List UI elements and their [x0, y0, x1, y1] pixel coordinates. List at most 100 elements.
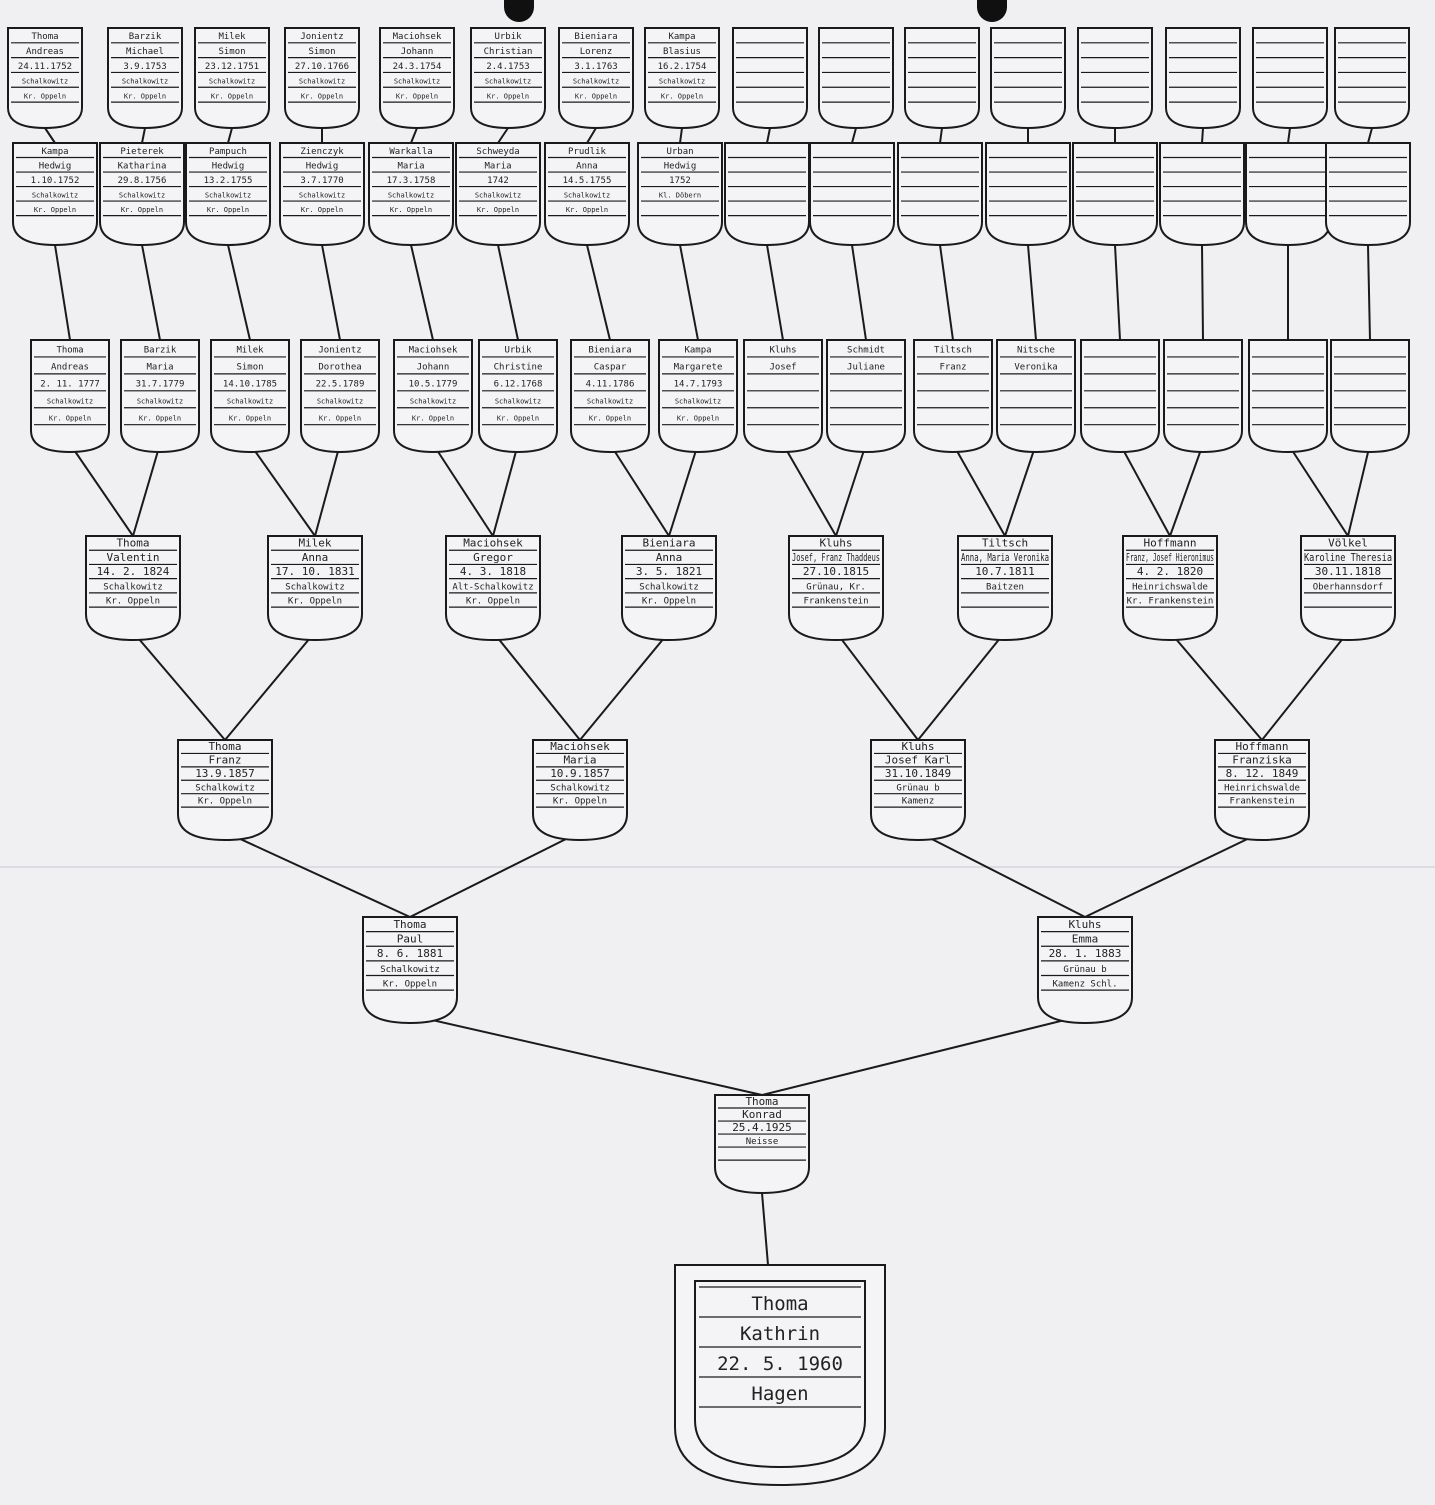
connector-gen6-gen5 [1367, 244, 1371, 341]
connector-gen7-gen6 [1287, 127, 1291, 144]
shield-outline [1165, 27, 1241, 130]
connector-generation_5-generation_4 [609, 443, 670, 537]
shield-region: Kamenz [902, 797, 935, 807]
shield-surname: Thoma [393, 918, 426, 931]
shield-place: Grünau b [896, 783, 939, 793]
shield-outline [267, 535, 363, 642]
shield-outline [1325, 142, 1411, 247]
shield-date: 1.10.1752 [31, 176, 80, 186]
shield-surname: Tiltsch [934, 346, 972, 356]
shield-region: Kr. Oppeln [477, 206, 519, 214]
shield-outline [826, 339, 906, 454]
shield-place: Kl. Döbern [659, 191, 701, 199]
shield-place: Schalkowitz [209, 78, 255, 86]
shield-surname: Nitsche [1017, 346, 1055, 356]
ancestor-shield: JonientzDorothea22.5.1789SchalkowitzKr. … [300, 339, 380, 454]
shield-outline [957, 535, 1053, 642]
shield-region: Kr. Oppeln [229, 414, 271, 422]
paper-fold-crease [0, 866, 1435, 868]
shield-outline [532, 739, 628, 842]
ancestor-shield [732, 27, 808, 130]
shield-date: 22.5.1789 [316, 380, 365, 390]
shield-surname: Kluhs [769, 346, 796, 356]
shield-given: Anna [302, 551, 329, 564]
connector-generation_5-generation_4 [668, 443, 699, 537]
shield-place: Schalkowitz [32, 191, 78, 199]
shield-given: Anna, Maria Veronika [961, 551, 1049, 564]
shield-place: Schalkowitz [639, 582, 699, 592]
shield-outline [210, 339, 290, 454]
shield-place: Heinrichswalde [1132, 582, 1208, 592]
shield-outline [1300, 535, 1396, 642]
shield-outline [284, 27, 360, 130]
shield-surname: Milek [298, 537, 331, 550]
shield-given: Franz, Josef Hieronimus [1126, 551, 1214, 564]
shield-place: Schalkowitz [47, 398, 93, 406]
connector-gen7-gen6 [497, 127, 509, 144]
shield-date: 25.4.1925 [732, 1121, 792, 1134]
shield-given: Simon [236, 363, 263, 373]
shield-given: Anna [576, 161, 598, 171]
ancestor-shield [990, 27, 1066, 130]
shield-place: Schalkowitz [675, 398, 721, 406]
connector-gen7-gen6 [766, 127, 771, 144]
root-shield-place: Hagen [751, 1383, 808, 1405]
shield-given: Konrad [742, 1108, 782, 1121]
ancestor-shield [1072, 142, 1158, 247]
shield-date: 17.3.1758 [387, 176, 436, 186]
shield-place: Schalkowitz [119, 191, 165, 199]
shield-outline [1248, 339, 1328, 454]
shield-surname: Barzik [144, 346, 177, 356]
connector-gen7-gen6 [44, 127, 56, 144]
shield-surname: Thoma [208, 740, 241, 753]
shield-surname: Zienczyk [300, 147, 344, 157]
connector-gen6-gen5 [1201, 244, 1204, 341]
shield-outline [1334, 27, 1410, 130]
shield-surname: Warkalla [389, 147, 432, 157]
connector-gen6-gen5 [54, 244, 71, 341]
connector-gen6-gen5 [586, 244, 611, 341]
shield-outline [985, 142, 1071, 247]
shield-region: Kr. Oppeln [288, 597, 342, 607]
shield-given: Katharina [118, 161, 167, 171]
ancestor-shield: PieterekKatharina29.8.1756SchalkowitzKr.… [99, 142, 185, 247]
connector-generation_5-generation_4 [1119, 443, 1171, 537]
ancestor-shield [809, 142, 895, 247]
shield-date: 24.3.1754 [393, 62, 442, 72]
shield-outline [279, 142, 365, 247]
connector-gen6-gen5 [227, 244, 251, 341]
shield-date: 31.10.1849 [885, 767, 951, 780]
connector-generation_5-generation_4 [1004, 443, 1037, 537]
ancestor-shield [904, 27, 980, 130]
shield-date: 31.7.1779 [136, 380, 185, 390]
shield-date: 2.4.1753 [486, 62, 529, 72]
shield-outline [393, 339, 473, 454]
shield-region: Kr. Oppeln [207, 206, 249, 214]
ancestor-shield [1165, 27, 1241, 130]
shield-outline [644, 27, 720, 130]
shield-region: Kr. Oppeln [412, 414, 454, 422]
connector-generation_5-generation_4 [952, 443, 1006, 537]
shield-region: Frankenstein [803, 597, 868, 607]
shield-region: Kr. Oppeln [497, 414, 539, 422]
root-shield-surname: Thoma [751, 1293, 808, 1315]
shield-date: 27.10.1766 [295, 62, 349, 72]
punch-hole-right [977, 0, 1007, 22]
connector-generation_5-generation_4 [314, 443, 341, 537]
